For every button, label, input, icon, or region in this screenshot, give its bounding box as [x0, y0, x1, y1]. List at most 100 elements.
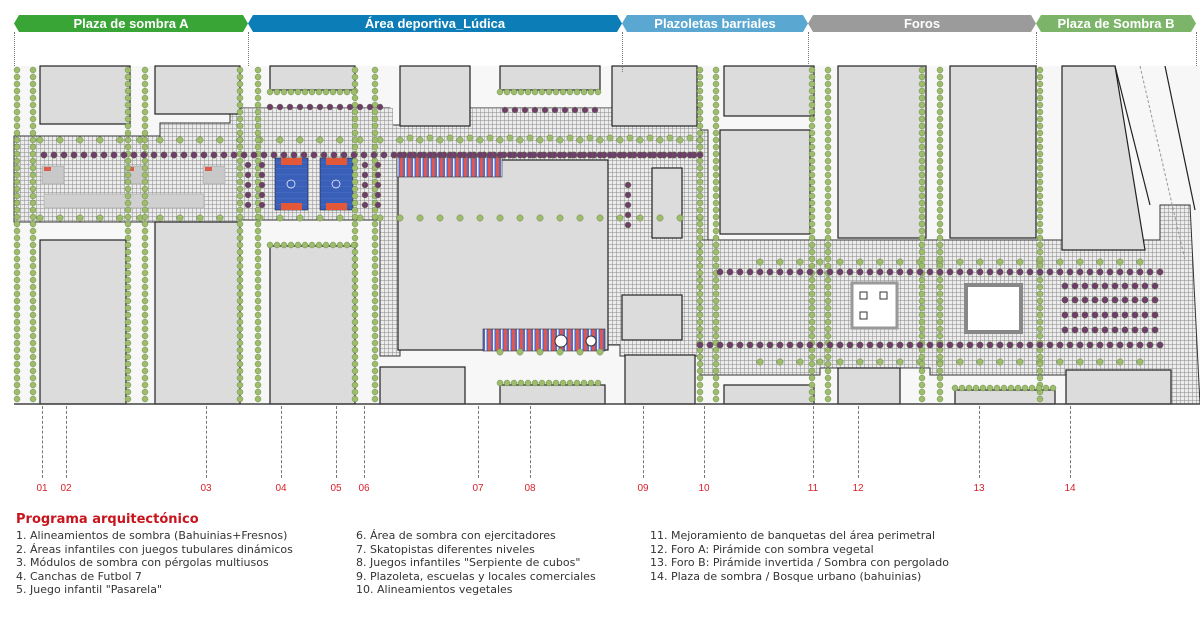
tree-green-street [254, 157, 262, 165]
tree-green-street [808, 129, 816, 137]
tree-green [580, 379, 588, 387]
tree-green [776, 358, 784, 366]
tree-green-street [29, 276, 37, 284]
tree-green-street [351, 332, 359, 340]
tree-green-street [371, 276, 379, 284]
tree-green [510, 379, 518, 387]
paving-sports-top [243, 108, 393, 138]
tree-green-street [141, 108, 149, 116]
tree-bahuinia [531, 106, 539, 114]
tree-green-street [13, 143, 21, 151]
tree-bahuinia [280, 151, 288, 159]
tree-green-street [124, 325, 132, 333]
tree-green-street [918, 367, 926, 375]
tree-bahuinia [360, 151, 368, 159]
tree-green-street [696, 353, 704, 361]
tree-green [406, 134, 414, 142]
tree-green-street [254, 297, 262, 305]
tree-green [531, 88, 539, 96]
tree-green-street [124, 374, 132, 382]
tree-green-street [824, 297, 832, 305]
tree-green-street [236, 255, 244, 263]
tree-green-street [936, 87, 944, 95]
tree-green [896, 258, 904, 266]
tree-green-street [29, 318, 37, 326]
tree-green [796, 258, 804, 266]
tree-green-street [236, 276, 244, 284]
tree-green-street [124, 115, 132, 123]
tree-green-street [696, 311, 704, 319]
tree-bahuinia [1146, 268, 1154, 276]
tree-green-street [371, 332, 379, 340]
tree-green [96, 136, 104, 144]
tree-green-street [712, 101, 720, 109]
tree-green-street [824, 367, 832, 375]
tree-green-street [936, 80, 944, 88]
callout-number: 06 [358, 483, 370, 494]
tree-bahuinia [320, 151, 328, 159]
tree-bahuinia [571, 106, 579, 114]
tree-green-street [13, 73, 21, 81]
tree-green-street [141, 157, 149, 165]
zone-band: Plaza de sombra A [14, 15, 248, 32]
tree-bahuinia [150, 151, 158, 159]
tree-green-street [1036, 66, 1044, 74]
tree-green [816, 258, 824, 266]
tree-green [308, 88, 316, 96]
tree-green-street [696, 73, 704, 81]
tree-green-street [936, 388, 944, 396]
tree-bahuinia [1091, 326, 1099, 334]
tree-green [552, 88, 560, 96]
callout-leader [478, 406, 479, 478]
tree-green-street [29, 129, 37, 137]
tree-green-street [254, 248, 262, 256]
tree-green-street [1036, 185, 1044, 193]
tree-green [686, 134, 694, 142]
tree-green [316, 136, 324, 144]
tree-green-street [29, 206, 37, 214]
tree-green-street [696, 248, 704, 256]
tree-bahuinia [1081, 311, 1089, 319]
tree-green-street [918, 276, 926, 284]
tree-green-street [696, 276, 704, 284]
tree-green [836, 358, 844, 366]
tree-bahuinia [346, 103, 354, 111]
tree-green-street [696, 108, 704, 116]
tree-green-street [124, 220, 132, 228]
tree-bahuinia [856, 268, 864, 276]
tree-green [626, 134, 634, 142]
tree-bahuinia [1156, 341, 1164, 349]
tree-bahuinia [1026, 268, 1034, 276]
tree-green-street [351, 283, 359, 291]
tree-green-street [936, 150, 944, 158]
tree-green-street [824, 353, 832, 361]
tree-green-street [712, 157, 720, 165]
tree-green-street [254, 255, 262, 263]
court-goal-area [326, 158, 347, 165]
tree-green-street [808, 255, 816, 263]
tree-green-street [124, 206, 132, 214]
tree-bahuinia [946, 341, 954, 349]
building-block [949, 65, 1037, 239]
tree-green [656, 214, 664, 222]
tree-green-street [254, 311, 262, 319]
tree-green-street [124, 185, 132, 193]
tree-bahuinia [776, 268, 784, 276]
tree-bahuinia [220, 151, 228, 159]
legend-item: 2. Áreas infantiles con juegos tubulares… [16, 542, 293, 556]
tree-green-street [124, 381, 132, 389]
tree-bahuinia [936, 268, 944, 276]
tree-green-street [124, 311, 132, 319]
tree-bahuinia [956, 341, 964, 349]
tree-green-street [254, 395, 262, 403]
tree-bahuinia [836, 341, 844, 349]
tree-green-street [254, 304, 262, 312]
tree-green-street [236, 360, 244, 368]
callout-number: 03 [200, 483, 212, 494]
tree-bahuinia [876, 268, 884, 276]
legend-item: 9. Plazoleta, escuelas y locales comerci… [356, 569, 596, 583]
tree-green [446, 134, 454, 142]
tree-green-street [371, 318, 379, 326]
tree-green-street [371, 255, 379, 263]
